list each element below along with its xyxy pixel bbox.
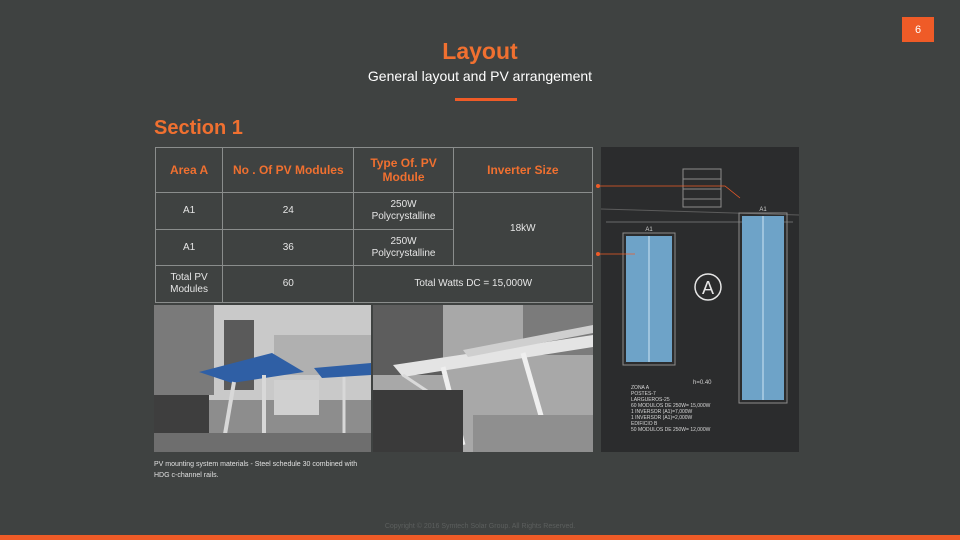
cell-area: A1 — [154, 229, 224, 266]
table-header-row: Area A No . Of PV Modules Type Of. PV Mo… — [154, 147, 594, 193]
header-inverter-size: Inverter Size — [452, 147, 594, 193]
header-module-type: Type Of. PV Module — [353, 147, 454, 193]
plan-label-left: A1 — [645, 227, 653, 233]
cell-modules: 24 — [222, 192, 355, 230]
type-wattage: 250W — [390, 235, 417, 247]
total-label-line1: Total PV — [170, 272, 208, 283]
cell-inverter: 18kW — [452, 192, 594, 266]
plan-area-marker: A — [702, 278, 714, 298]
page-subtitle: General layout and PV arrangement — [367, 68, 593, 84]
cell-total-watts: Total Watts DC = 15,000W — [353, 265, 593, 303]
plan-note: LARGUEROS-25 — [631, 397, 670, 403]
header-module-count: No . Of PV Modules — [222, 147, 355, 193]
plan-label-right: A1 — [759, 207, 767, 213]
pv-spec-table: Area A No . Of PV Modules Type Of. PV Mo… — [154, 147, 594, 303]
type-technology: Polycrystalline — [371, 247, 436, 259]
bottom-accent-bar — [0, 535, 960, 540]
callout-lines — [596, 184, 741, 256]
page-number-badge: 6 — [902, 17, 934, 42]
plan-note: 1 INVERSOR (A1)=2,000W — [631, 415, 693, 421]
section-title: Section 1 — [154, 117, 243, 139]
copyright-footer: Copyright © 2016 Symtech Solar Group. Al… — [384, 523, 576, 530]
cell-modules: 36 — [222, 229, 355, 266]
header-area: Area A — [154, 147, 224, 193]
plan-note: 1 INVERSOR (A1)=7,000W — [631, 409, 693, 415]
type-technology: Polycrystalline — [371, 211, 436, 222]
cell-total-modules: 60 — [222, 265, 355, 303]
carport-photo-right — [373, 305, 593, 452]
site-plan-drawing: A1 A1 A h=0.40 ZONA A POSTES-7 LARGUEROS… — [601, 147, 799, 452]
plan-dimension: h=0.40 — [693, 380, 712, 386]
total-label-line2: Modules — [170, 284, 208, 295]
title-underline — [455, 98, 517, 101]
plan-note: 50 MODULOS DE 250W= 12,000W — [631, 427, 711, 433]
page-title: Layout — [442, 38, 518, 64]
carport-photo-left — [154, 305, 371, 452]
plan-note: ZONA A — [631, 385, 650, 391]
cell-area: A1 — [154, 192, 224, 230]
plan-note: POSTES-7 — [631, 391, 656, 397]
photo-caption: PV mounting system materials - Steel sch… — [154, 461, 358, 479]
type-wattage: 250W — [390, 199, 417, 210]
plan-note: EDIFICIO B — [631, 421, 658, 427]
plan-note: 60 MODULOS DE 250W= 15,000W — [631, 403, 711, 409]
